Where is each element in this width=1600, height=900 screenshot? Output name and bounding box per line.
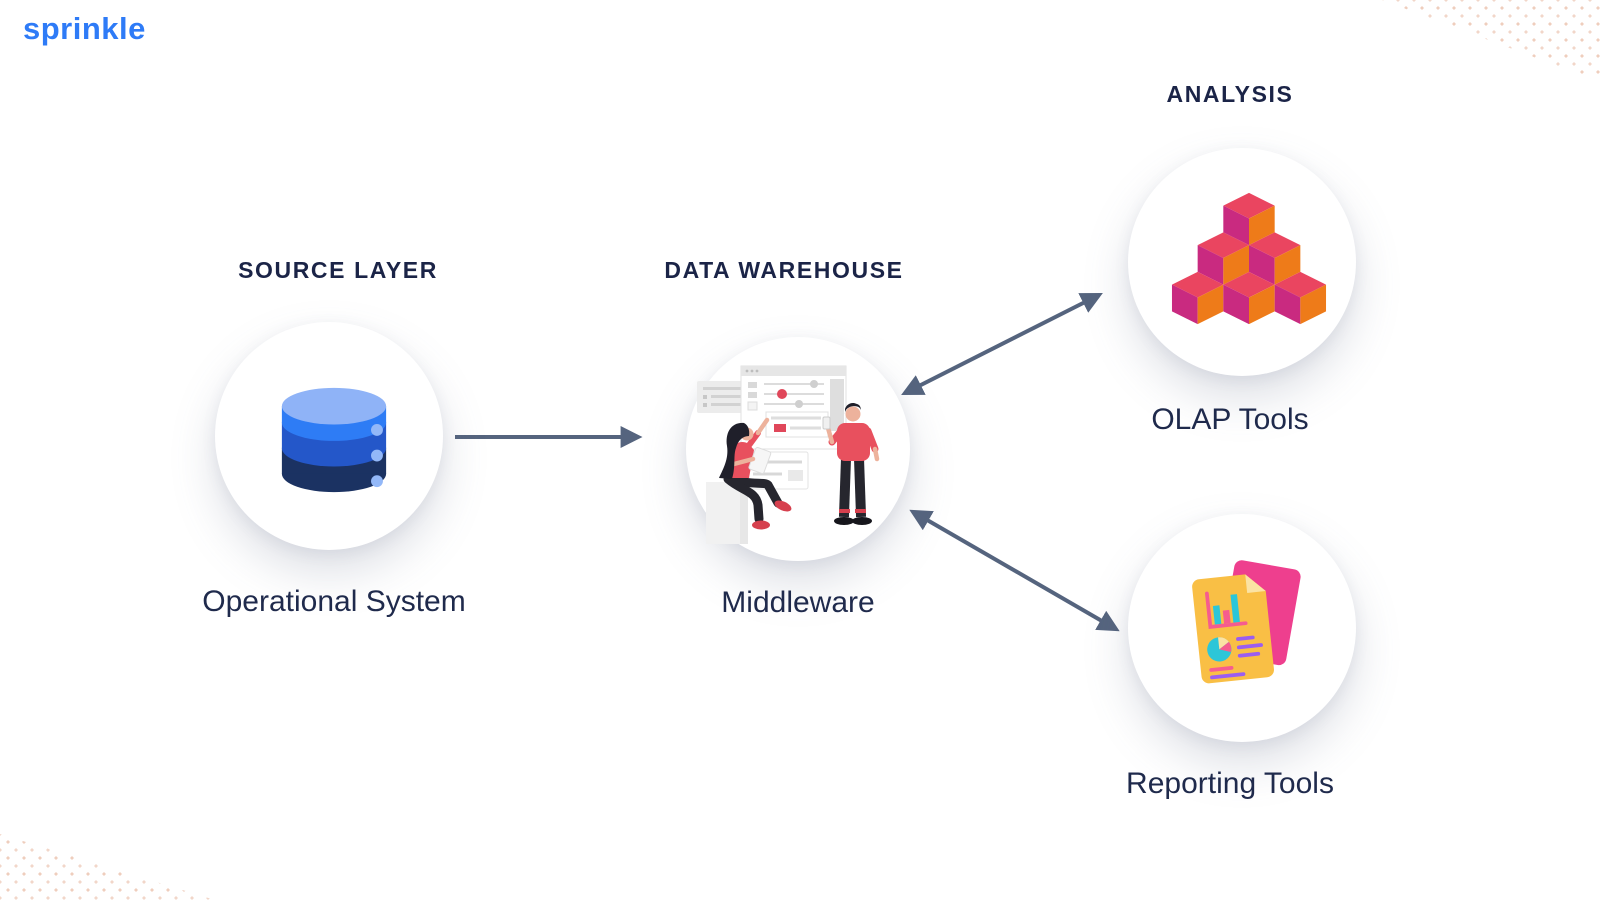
arrow-middleware-olap (901, 293, 1103, 395)
database-icon (281, 387, 387, 493)
analysis-heading: ANALYSIS (1166, 81, 1294, 107)
people-middleware-illustration (697, 365, 880, 544)
middleware-label: Middleware (721, 586, 875, 619)
operational-system-node (215, 322, 443, 550)
olap-cubes-icon (1171, 192, 1327, 325)
reporting-tools-label: Reporting Tools (1126, 767, 1334, 800)
corner-dots-bottom-left (0, 834, 215, 900)
sprinkle-logo: sprinkle (23, 11, 146, 46)
report-documents-icon (1192, 560, 1301, 684)
corner-dots-top-right (1382, 0, 1600, 82)
source-layer-heading: SOURCE LAYER (238, 257, 438, 283)
middleware-node (686, 337, 910, 561)
olap-tools-node (1128, 148, 1356, 376)
reporting-tools-node (1128, 514, 1356, 742)
operational-system-label: Operational System (202, 585, 466, 618)
olap-tools-label: OLAP Tools (1151, 403, 1309, 436)
data-warehouse-heading: DATA WAREHOUSE (664, 257, 904, 283)
